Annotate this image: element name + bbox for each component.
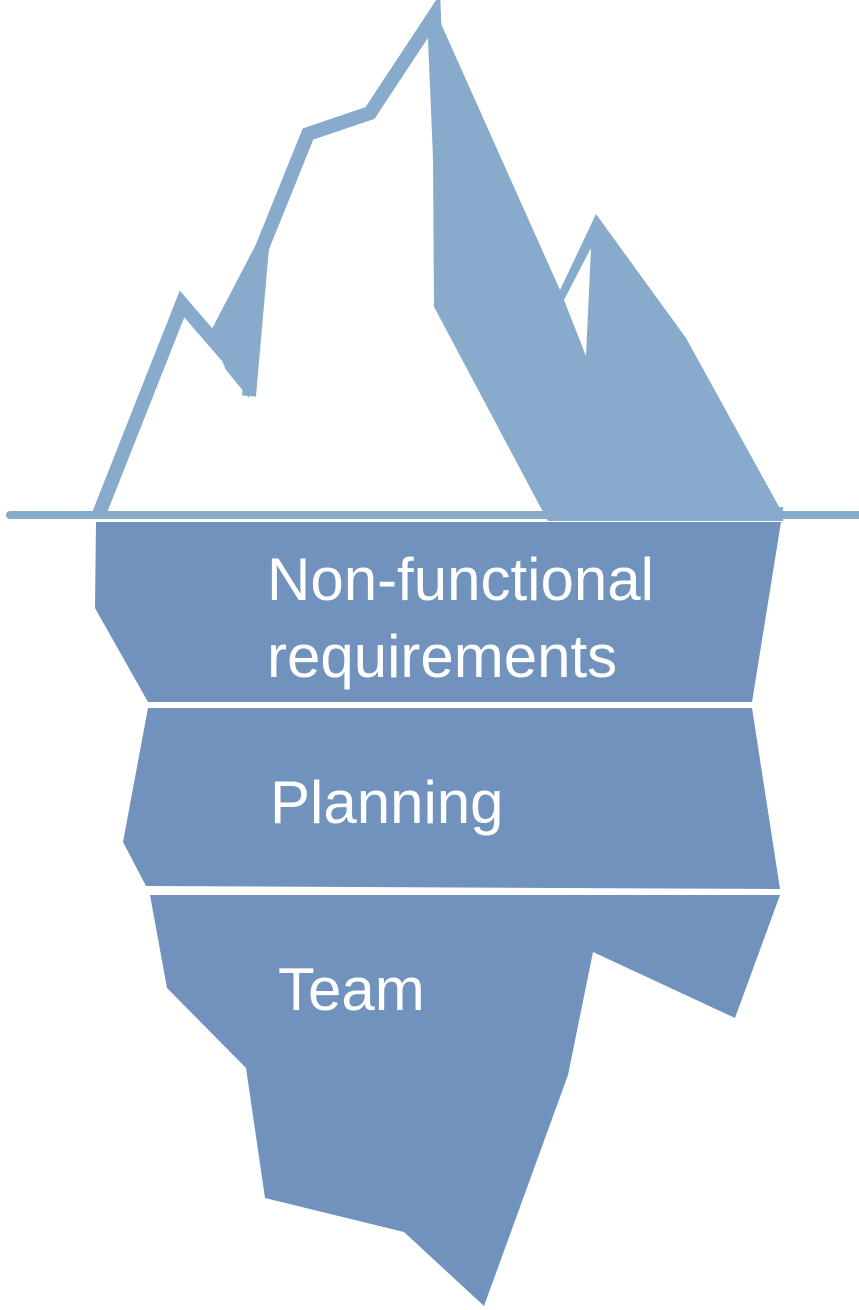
iceberg-tip-shaded-face (434, 8, 783, 514)
iceberg-tip-outline (92, 0, 783, 521)
layer-band-team (150, 895, 780, 1306)
layer-label-team: Team (278, 956, 425, 1023)
layer-band-non-functional-requirements (95, 522, 781, 702)
iceberg-tip-left-face (214, 248, 262, 398)
iceberg-tip-notch (564, 248, 591, 356)
layer-label-non-functional-line2: requirements (267, 623, 617, 690)
layer-label-planning: Planning (270, 769, 504, 836)
underwater-layers (95, 522, 781, 1306)
layer-label-non-functional-line1: Non-functional (267, 546, 654, 613)
iceberg-tip (92, 0, 783, 521)
layer-labels: Non-functional requirements Planning Tea… (267, 546, 654, 1023)
layer-band-planning (123, 708, 780, 889)
